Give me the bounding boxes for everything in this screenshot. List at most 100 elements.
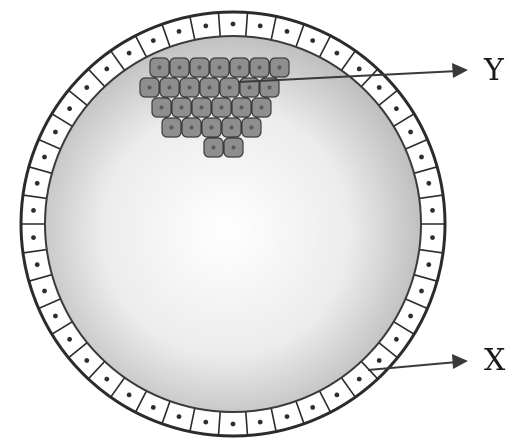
ring-cell-wall	[419, 250, 443, 253]
inner-mass-nucleus	[278, 66, 282, 70]
inner-mass-nucleus	[232, 146, 236, 150]
inner-mass-nucleus	[212, 146, 216, 150]
ring-cell-wall	[246, 412, 248, 436]
ring-cell-nucleus	[335, 393, 340, 398]
inner-mass-nucleus	[258, 66, 262, 70]
ring-cell-wall	[69, 343, 88, 358]
ring-cell-nucleus	[357, 67, 362, 72]
ring-cell-wall	[111, 51, 125, 71]
ring-cell-wall	[39, 299, 61, 309]
ring-cell-wall	[419, 195, 443, 198]
ring-cell-wall	[219, 13, 221, 37]
inner-mass-nucleus	[220, 106, 224, 110]
ring-cell-nucleus	[285, 414, 290, 419]
ring-cell-wall	[271, 16, 276, 40]
ring-cell-nucleus	[377, 85, 382, 90]
ring-cell-wall	[39, 140, 61, 150]
ring-cell-wall	[405, 299, 427, 309]
ring-cell-wall	[52, 114, 73, 127]
ring-cell-nucleus	[203, 420, 208, 425]
ring-cell-nucleus	[104, 67, 109, 72]
arrow-x-head	[452, 354, 468, 369]
inner-mass-nucleus	[230, 126, 234, 130]
ring-cell-nucleus	[285, 29, 290, 34]
ring-cell-nucleus	[426, 262, 431, 267]
ring-cell-nucleus	[67, 337, 72, 342]
ring-cell-nucleus	[42, 289, 47, 294]
inner-mass-nucleus	[208, 86, 212, 90]
ring-cell-wall	[136, 391, 147, 412]
ring-cell-wall	[394, 322, 415, 335]
ring-cell-wall	[23, 195, 47, 198]
ring-cell-wall	[361, 69, 377, 87]
inner-mass-nucleus	[210, 126, 214, 130]
inner-mass-nucleus	[228, 86, 232, 90]
ring-cell-nucleus	[377, 358, 382, 363]
ring-cell-wall	[414, 275, 437, 282]
arrow-y-head	[452, 63, 468, 78]
ring-cell-nucleus	[53, 314, 58, 319]
ring-cell-wall	[320, 391, 331, 412]
ring-cell-wall	[219, 412, 221, 436]
ring-cell-wall	[69, 90, 88, 105]
label-y: Y	[484, 56, 504, 86]
ring-cell-wall	[341, 378, 355, 398]
ring-cell-wall	[405, 140, 427, 150]
ring-cell-nucleus	[419, 155, 424, 160]
ring-cell-nucleus	[177, 29, 182, 34]
ring-cell-wall	[246, 13, 248, 37]
ring-cell-nucleus	[408, 314, 413, 319]
inner-mass-nucleus	[200, 106, 204, 110]
inner-mass-nucleus	[178, 66, 182, 70]
ring-cell-wall	[379, 343, 398, 358]
inner-mass-nucleus	[250, 126, 254, 130]
ring-cell-nucleus	[84, 358, 89, 363]
ring-cell-wall	[88, 69, 104, 87]
ring-cell-nucleus	[151, 38, 156, 43]
ring-cell-nucleus	[408, 130, 413, 135]
ring-cell-nucleus	[53, 130, 58, 135]
ring-cell-wall	[379, 90, 398, 105]
ring-cell-wall	[296, 401, 304, 424]
ring-cell-nucleus	[84, 85, 89, 90]
arrow-x-line	[368, 362, 457, 370]
ring-cell-nucleus	[258, 420, 263, 425]
ring-cell-nucleus	[104, 377, 109, 382]
ring-cell-wall	[190, 16, 195, 40]
inner-mass-nucleus	[170, 126, 174, 130]
inner-mass-nucleus	[188, 86, 192, 90]
ring-cell-nucleus	[67, 106, 72, 111]
ring-cell-nucleus	[42, 155, 47, 160]
ring-cell-wall	[341, 51, 355, 71]
ring-cell-wall	[111, 378, 125, 398]
ring-cell-wall	[162, 24, 170, 47]
ring-cell-wall	[162, 401, 170, 424]
inner-mass-nucleus	[190, 126, 194, 130]
ring-cell-wall	[88, 361, 104, 379]
ring-cell-nucleus	[430, 208, 435, 213]
inner-mass-nucleus	[198, 66, 202, 70]
ring-cell-nucleus	[35, 181, 40, 186]
ring-cell-nucleus	[419, 289, 424, 294]
ring-cell-nucleus	[151, 405, 156, 410]
ring-cell-wall	[136, 36, 147, 57]
inner-mass-nucleus	[238, 66, 242, 70]
inner-mass-nucleus	[240, 106, 244, 110]
ring-cell-nucleus	[127, 51, 132, 56]
ring-cell-nucleus	[31, 235, 36, 240]
ring-cell-nucleus	[35, 262, 40, 267]
ring-cell-nucleus	[177, 414, 182, 419]
inner-mass-nucleus	[180, 106, 184, 110]
ring-cell-nucleus	[31, 208, 36, 213]
ring-cell-nucleus	[127, 393, 132, 398]
ring-cell-wall	[414, 167, 437, 174]
ring-cell-nucleus	[231, 22, 236, 27]
ring-cell-wall	[29, 167, 52, 174]
ring-cell-nucleus	[426, 181, 431, 186]
ring-cell-nucleus	[258, 24, 263, 29]
ring-cell-wall	[271, 408, 276, 432]
inner-mass-nucleus	[158, 66, 162, 70]
inner-mass-nucleus	[248, 86, 252, 90]
